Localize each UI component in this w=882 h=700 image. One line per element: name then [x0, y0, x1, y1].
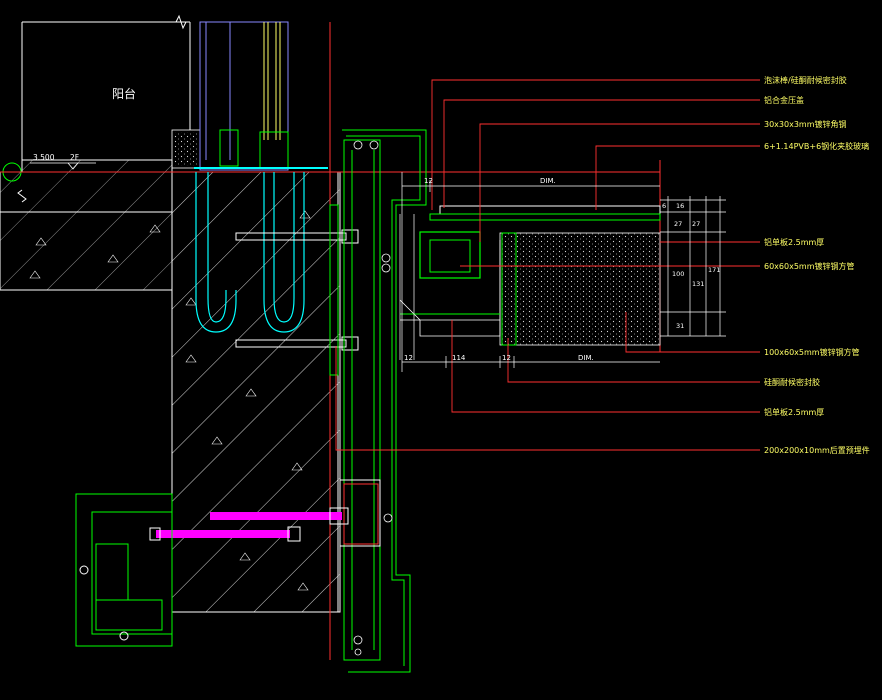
dim-right-171: 171 — [708, 266, 720, 274]
callout-5: 铝单板2.5mm厚 — [764, 237, 824, 247]
dimension-lines — [401, 172, 726, 372]
level-value: 3.500 — [33, 153, 55, 162]
dim-right-16: 16 — [676, 202, 684, 210]
callout-leaders — [335, 79, 760, 451]
callout-1: 泡沫棒/硅酮耐候密封胶 — [764, 75, 847, 85]
dim-right-27b: 27 — [692, 220, 700, 228]
dim-bottom-12a: 12 — [404, 354, 413, 362]
bottom-bracket — [75, 493, 173, 647]
window-mullion — [194, 21, 328, 171]
dim-right-6: 6 — [662, 202, 666, 210]
dim-right-100: 100 — [672, 270, 684, 278]
callout-9: 铝单板2.5mm厚 — [764, 407, 824, 417]
dimension-labels: 12 DIM. 12 114 12 DIM. 6 16 27 27 100 13… — [404, 177, 720, 362]
dim-right-31: 31 — [676, 322, 684, 330]
callout-4: 6+1.14PVB+6钢化夹胶玻璃 — [764, 141, 869, 151]
callout-6: 60x60x5mm镀锌钢方管 — [764, 261, 855, 271]
rebar-hooks — [195, 172, 305, 333]
concrete-structure — [0, 129, 341, 613]
dim-top-dim: DIM. — [540, 177, 556, 185]
callout-2: 铝合金压盖 — [764, 95, 804, 105]
dim-bottom-dim: DIM. — [578, 354, 594, 362]
wall-outline — [17, 14, 191, 203]
dim-bottom-12b: 12 — [502, 354, 511, 362]
callout-8: 硅酮耐候密封胶 — [764, 377, 820, 387]
dim-bottom-114: 114 — [452, 354, 466, 362]
callout-3: 30x30x3mm镀锌角钢 — [764, 119, 847, 129]
callout-10: 200x200x10mm后置预埋件 — [764, 445, 870, 455]
chemical-anchors — [149, 507, 349, 542]
callout-labels: 泡沫棒/硅酮耐候密封胶 铝合金压盖 30x30x3mm镀锌角钢 6+1.14PV… — [764, 75, 870, 455]
floor-value: 2F — [70, 153, 79, 162]
room-label: 阳台 — [112, 86, 136, 101]
bolt-fasteners — [353, 140, 393, 656]
dim-right-27a: 27 — [674, 220, 682, 228]
dim-right-131: 131 — [692, 280, 704, 288]
glass-panel-assembly — [399, 205, 661, 360]
anchor-bolts — [235, 229, 359, 351]
steel-frame — [329, 129, 427, 673]
dim-top-12: 12 — [424, 177, 433, 185]
callout-7: 100x60x5mm镀锌钢方管 — [764, 347, 860, 357]
